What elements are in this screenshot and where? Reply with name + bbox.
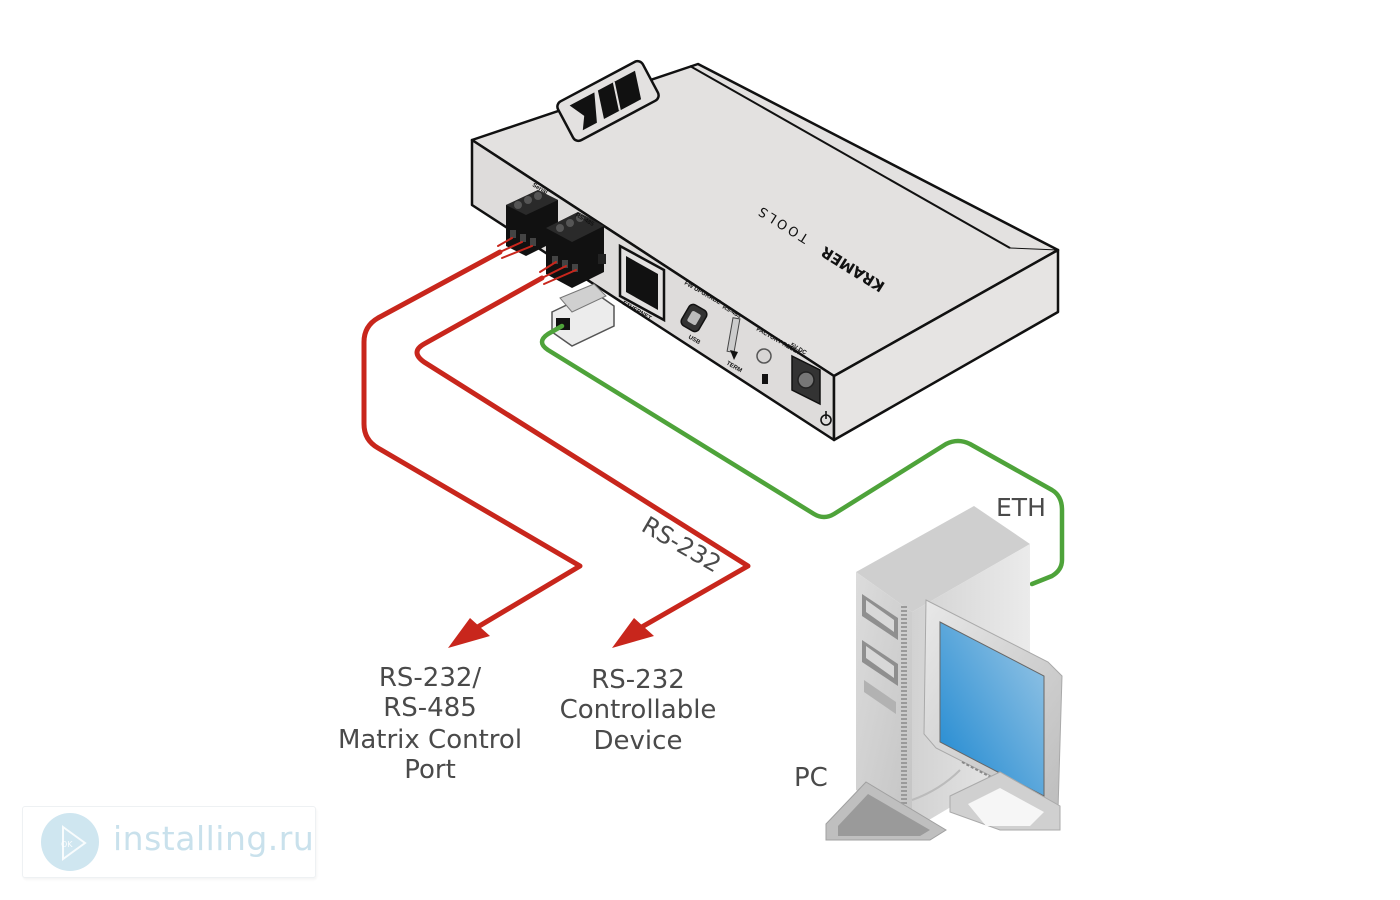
ethernet-cable bbox=[539, 323, 1065, 587]
serial-terminal-block[interactable] bbox=[506, 190, 558, 256]
control-gateway-device: KRAMER TOOLS Serial RS-485 ETHERNET FW U… bbox=[470, 59, 1060, 442]
watermark-text: installing.ru bbox=[113, 819, 315, 858]
controllable-device-label: RS-232 Controllable Device bbox=[560, 665, 717, 756]
device-label-line-3: Device bbox=[594, 726, 683, 756]
pc-floppy bbox=[864, 680, 896, 714]
pc-monitor-screen bbox=[939, 621, 1045, 797]
pc bbox=[825, 506, 1063, 841]
matrix-port-label: RS-232/ RS-485 Matrix Control Port bbox=[338, 663, 522, 785]
installing-logo-icon: OK bbox=[41, 813, 99, 871]
matrix-label-line-4: Port bbox=[404, 755, 456, 785]
pc-stand-inner bbox=[968, 788, 1044, 826]
pc-tower-top bbox=[856, 506, 1030, 612]
rs485-term-switch[interactable] bbox=[726, 317, 741, 360]
rs232-arrowhead bbox=[612, 618, 654, 648]
matrix-label-line-2: RS-485 bbox=[383, 693, 477, 723]
rj45-adapter bbox=[551, 283, 615, 347]
power-icon bbox=[820, 411, 832, 426]
device-side-face bbox=[832, 248, 1060, 442]
ethernet-port[interactable] bbox=[618, 243, 666, 323]
matrix-arrowhead bbox=[448, 618, 490, 648]
usb-port-label: USB bbox=[687, 335, 702, 347]
kramer-logo bbox=[556, 59, 660, 143]
pc-label: PC bbox=[794, 763, 828, 793]
pc-keyboard-keys bbox=[838, 794, 930, 836]
device-lid-seam-end bbox=[1009, 247, 1059, 251]
pc-drive-slot-1 bbox=[866, 600, 894, 632]
device-lid-seam bbox=[689, 65, 1011, 249]
pc-keyboard-cable bbox=[911, 769, 961, 801]
matrix-label-line-3: Matrix Control bbox=[338, 725, 522, 755]
reset-icon bbox=[762, 374, 768, 384]
matrix-label-line-1: RS-232/ bbox=[379, 663, 482, 693]
device-label-line-2: Controllable bbox=[560, 695, 717, 725]
eth-cable-label: ETH bbox=[996, 493, 1046, 522]
matrix-control-cable bbox=[361, 237, 583, 648]
svg-text:OK: OK bbox=[61, 840, 73, 849]
factory-reset-button[interactable] bbox=[756, 348, 772, 364]
rs232-cable bbox=[414, 261, 751, 648]
device-label-line-1: RS-232 bbox=[591, 665, 685, 695]
watermark: OK installing.ru bbox=[22, 806, 316, 878]
pc-drive-slot-2 bbox=[866, 646, 894, 678]
power-jack[interactable] bbox=[791, 354, 821, 406]
usb-port[interactable] bbox=[679, 303, 708, 334]
